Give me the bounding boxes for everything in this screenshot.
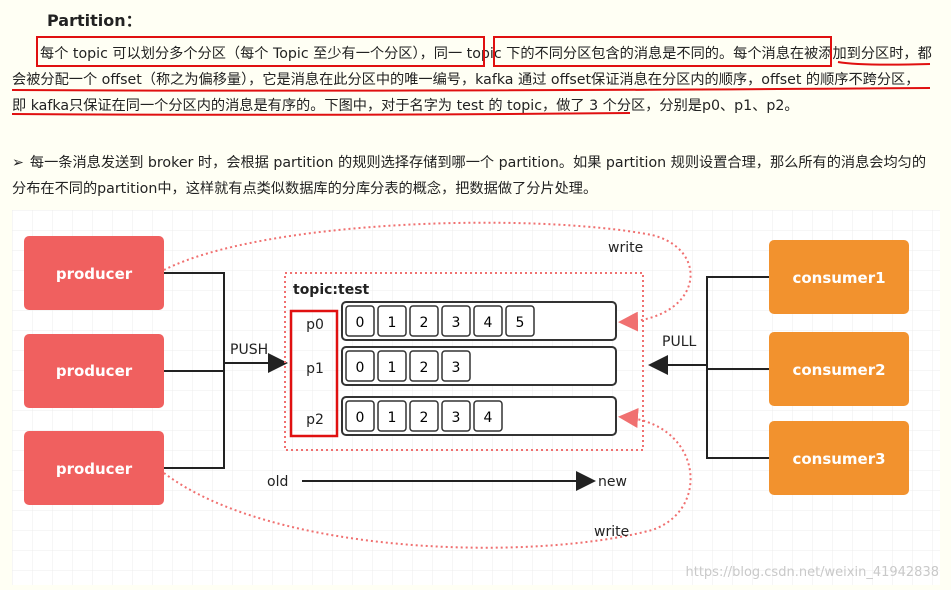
write-curve-top xyxy=(163,221,692,332)
diagram-svg: producer producer producer PUSH consumer… xyxy=(12,210,940,585)
partition-names-highlight xyxy=(289,309,339,438)
producer-label: producer xyxy=(56,460,133,478)
topic-box xyxy=(284,272,644,451)
write-label-top: write xyxy=(608,240,643,256)
paragraph-partition-intro: 每个 topic 可以划分多个分区（每个 Topic 至少有一个分区），同一 t… xyxy=(12,46,932,114)
offset-label: 4 xyxy=(484,410,493,426)
producer-box xyxy=(24,334,164,408)
push-connectors xyxy=(164,272,288,469)
offset-cells xyxy=(345,305,535,337)
producer-box xyxy=(24,431,164,505)
offset-label: 0 xyxy=(356,410,365,426)
producer-box xyxy=(24,236,164,310)
offset-label: 3 xyxy=(452,360,461,376)
producer-label: producer xyxy=(56,362,133,380)
offset-label: 2 xyxy=(420,360,429,376)
partition-p0: p0 0 1 2 3 4 5 xyxy=(306,301,617,341)
consumer-label: consumer1 xyxy=(792,269,885,287)
old-label: old xyxy=(267,474,288,490)
consumer-label: consumer3 xyxy=(792,450,885,468)
push-label: PUSH xyxy=(230,342,268,358)
offset-label: 1 xyxy=(388,315,397,331)
partition-p2: p2 0 1 2 3 4 xyxy=(306,396,617,436)
section-heading: Partition： xyxy=(47,11,142,30)
write-label-bottom: write xyxy=(594,524,629,540)
highlight-1-text: 每个 topic 可以划分多个分区（每个 Topic 至少有一个分区） xyxy=(40,46,420,62)
offset-label: 3 xyxy=(452,315,461,331)
bullet-arrow-icon: ➢ xyxy=(12,155,24,171)
offset-label: 5 xyxy=(516,315,525,331)
offset-label: 0 xyxy=(356,360,365,376)
partition-name: p2 xyxy=(306,412,324,428)
offset-label: 1 xyxy=(388,410,397,426)
consumer-box xyxy=(769,332,909,406)
write-curve-bottom xyxy=(163,408,692,549)
topic-label: topic:test xyxy=(293,282,370,298)
consumer-box xyxy=(769,240,909,314)
partition-name: p1 xyxy=(306,361,324,377)
watermark: https://blog.csdn.net/weixin_41942838 xyxy=(685,565,939,580)
partition-name: p0 xyxy=(306,317,324,333)
offset-label: 4 xyxy=(484,315,493,331)
highlight-2-text: 同一 topic 下的不同分区包含的消息是不同的 xyxy=(433,46,719,62)
offset-label: 1 xyxy=(388,360,397,376)
new-label: new xyxy=(598,474,627,490)
producer-group: producer producer producer xyxy=(24,236,164,505)
consumer-group: consumer1 consumer2 consumer3 xyxy=(769,240,909,495)
pull-label: PULL xyxy=(662,334,696,350)
producer-label: producer xyxy=(56,265,133,283)
partition-p1: p1 0 1 2 3 xyxy=(306,346,617,386)
offset-cells xyxy=(345,350,471,382)
offset-label: 2 xyxy=(420,315,429,331)
consumer-label: consumer2 xyxy=(792,361,885,379)
offset-label: 3 xyxy=(452,410,461,426)
consumer-box xyxy=(769,421,909,495)
paragraph-broker: ➢每一条消息发送到 broker 时，会根据 partition 的规则选择存储… xyxy=(12,155,927,197)
kafka-partition-diagram: producer producer producer PUSH consumer… xyxy=(12,210,940,585)
offset-cells xyxy=(345,400,503,432)
offset-label: 2 xyxy=(420,410,429,426)
offset-label: 0 xyxy=(356,315,365,331)
pull-connectors xyxy=(648,276,769,459)
